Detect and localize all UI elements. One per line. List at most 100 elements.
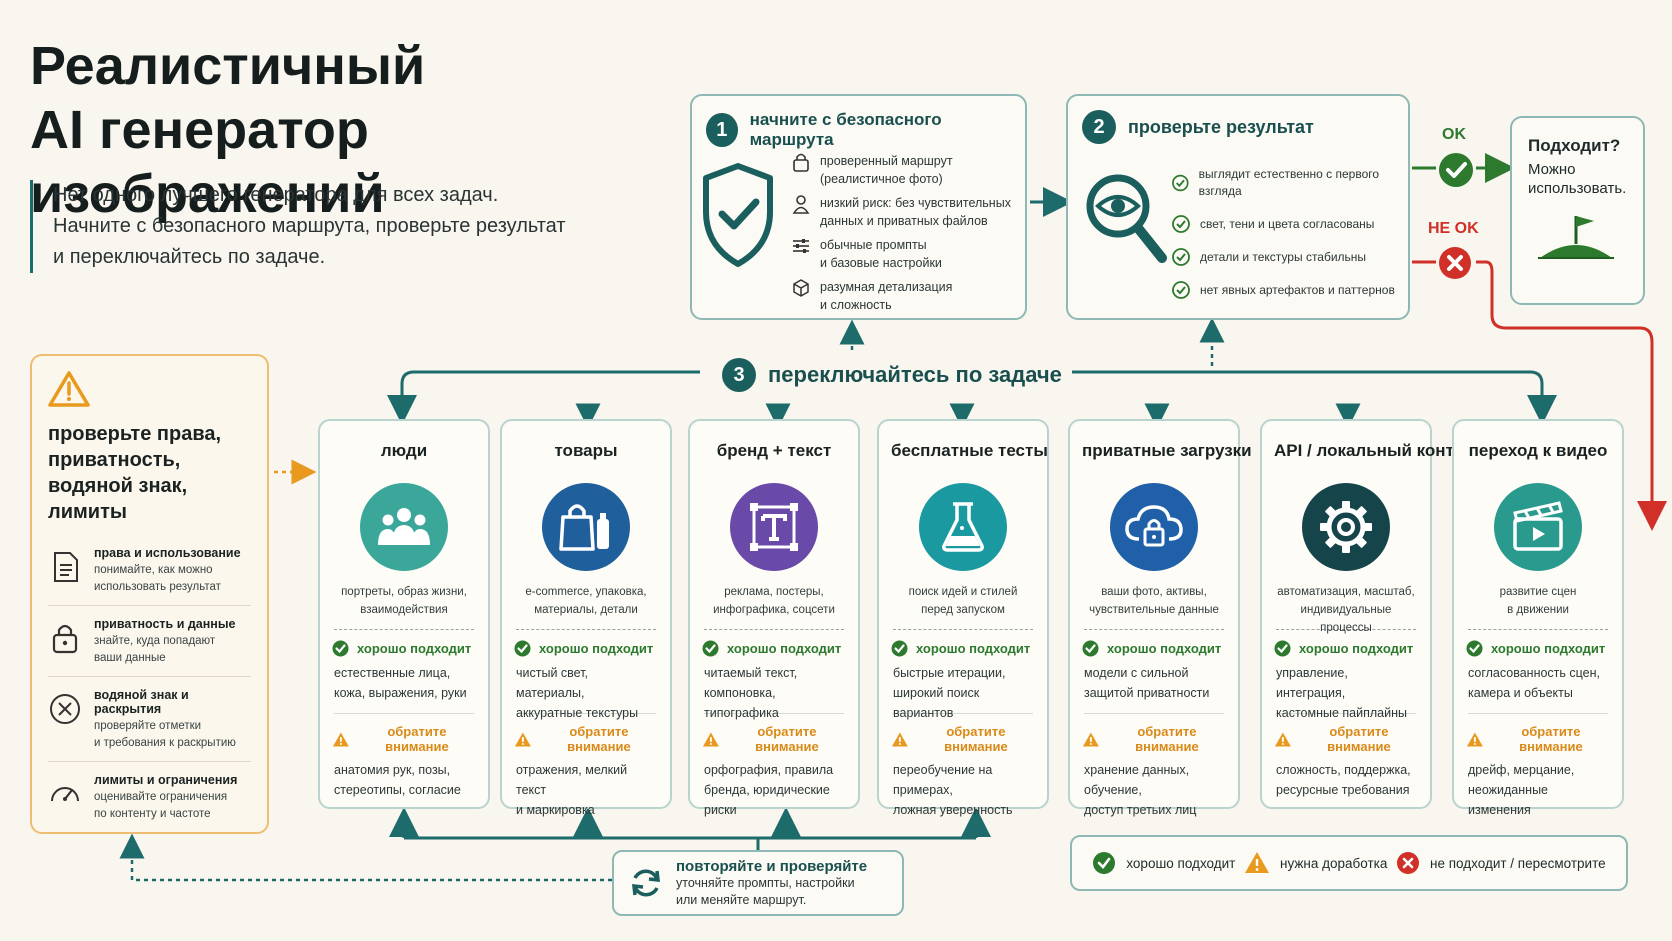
ok-result-text-2: использовать. [1528, 180, 1627, 197]
divider [516, 713, 656, 714]
task-card-title: API / локальный контроль [1274, 441, 1496, 460]
warning-triangle-icon [1274, 731, 1291, 747]
attention-label: обратите внимание [891, 724, 1035, 754]
good-fit-text: хорошо подходит [1107, 641, 1222, 656]
attention-text: обратите внимание [1519, 724, 1583, 754]
warning-triangle-icon [514, 731, 531, 747]
good-fit-text: хорошо подходит [1491, 641, 1606, 656]
task-card-desc-line: автоматизация, масштаб, [1277, 586, 1415, 598]
check-circle-icon [1172, 174, 1189, 192]
good-fit-line: типографика [704, 706, 779, 720]
attention-line: бренда, юридические риски [704, 783, 830, 817]
attention-line: ресурсные требования [1276, 783, 1410, 797]
attention-label: обратите внимание [1274, 724, 1418, 754]
attention-desc: сложность, поддержка,ресурсные требовани… [1276, 760, 1418, 800]
attention-desc: дрейф, мерцание,неожиданные изменения [1468, 760, 1610, 820]
step3-title: переключайтесь по задаче [768, 362, 1062, 387]
good-fit-line: камера и объекты [1468, 686, 1573, 700]
divider [1468, 629, 1608, 630]
step1-panel: 1 начните с безопасного маршрута провере… [690, 94, 1027, 320]
rights-item-title: приватность и данные [94, 617, 236, 631]
ok-result-box: Подходит? Можно использовать. [1510, 116, 1645, 305]
good-fit-line: защитой приватности [1084, 686, 1210, 700]
rights-heading-line: лимиты [48, 501, 127, 523]
check-circle-icon [1093, 852, 1116, 874]
attention-desc: анатомия рук, позы,стереотипы, согласие [334, 760, 476, 800]
attention-text: обратите внимание [385, 724, 449, 754]
divider [893, 629, 1033, 630]
legend-item-needs-work: нужна доработка [1244, 851, 1387, 875]
attention-line: стереотипы, согласие [334, 783, 461, 797]
rights-item-desc: знайте, куда попадают [94, 635, 216, 647]
legend-item-good: хорошо подходит [1092, 851, 1235, 875]
task-card-title: приватные загрузки [1082, 441, 1252, 460]
attention-line: хранение данных, обучение, [1084, 763, 1190, 797]
task-card-desc-line: материалы, детали [534, 604, 638, 616]
check-label: нет явных артефактов и паттернов [1200, 282, 1395, 297]
step1-title: начните с безопасного маршрута [749, 110, 942, 149]
attention-line: переобучение на примерах, [893, 763, 993, 797]
task-card-desc: автоматизация, масштаб,индивидуальные пр… [1274, 583, 1418, 634]
check-item: свет, тени и цвета согласованы [1172, 215, 1408, 233]
divider [704, 629, 844, 630]
attention-desc: переобучение на примерах,ложная уверенно… [893, 760, 1035, 820]
iterate-box: повторяйте и проверяйте уточняйте промпт… [612, 850, 904, 916]
good-fit-line: широкий поиск вариантов [893, 686, 980, 720]
check-circle-icon [702, 640, 719, 657]
warning-triangle-icon [702, 731, 719, 747]
warning-triangle-icon [1245, 852, 1270, 873]
step1-item-line: (реалистичное фото) [820, 172, 943, 186]
good-fit-desc: читаемый текст, компоновка,типографика [704, 663, 846, 720]
padlock-icon [52, 624, 78, 654]
step1-item-line: и базовые настройки [820, 256, 942, 270]
task-card-title: бренд + текст [716, 441, 832, 460]
not-ok-x-icon [1438, 246, 1472, 285]
flag-hill-icon [1528, 212, 1627, 267]
good-fit-line: управление, интеграция, [1276, 666, 1348, 700]
x-circle-icon [1397, 852, 1420, 874]
good-fit-label: хорошо подходит [332, 640, 476, 657]
text-frame-icon [730, 483, 818, 571]
rights-item-desc: оценивайте ограничения [94, 791, 228, 803]
task-card-desc: ваши фото, активы,чувствительные данные [1082, 583, 1226, 621]
page-title-line-2: AI генератор изображений [30, 100, 385, 224]
good-fit-line: кастомные пайплайны [1276, 706, 1407, 720]
task-card-desc: e-commerce, упаковка, материалы, детали [514, 583, 658, 621]
people-icon [360, 483, 448, 571]
check-label: детали и текстуры стабильны [1200, 249, 1367, 264]
task-card-desc-line: портреты, образ жизни, [341, 586, 467, 598]
attention-label: обратите внимание [1466, 724, 1610, 754]
step1-item-line: низкий риск: без чувствительных [820, 196, 1011, 210]
check-circle-icon [1172, 281, 1190, 299]
check-circle-icon [1082, 640, 1099, 657]
task-card-desc-line: чувствительные данные [1089, 604, 1219, 616]
shopping-bag-icon [542, 483, 630, 571]
ok-result-text-1: Можно [1528, 161, 1576, 178]
divider [516, 629, 656, 630]
check-circle-icon [514, 640, 531, 657]
task-card-desc-line: перед запуском [921, 604, 1005, 616]
intro-line-1: Нет одного лучшего генератора для всех з… [53, 184, 499, 206]
intro-line-2: Начните с безопасного маршрута, проверьт… [53, 215, 566, 237]
rights-item-desc: понимайте, как можно [94, 564, 213, 576]
divider [704, 713, 844, 714]
page-title-line-1: Реалистичный [30, 36, 426, 96]
intro-line-3: и переключайтесь по задаче. [53, 246, 326, 268]
task-card-title: люди [380, 441, 428, 460]
task-card-desc-line: развитие сцен [1499, 586, 1577, 598]
good-fit-line: согласованность сцен, [1468, 666, 1600, 680]
attention-desc: хранение данных, обучение,доступ третьих… [1084, 760, 1226, 820]
task-card-desc-line: e-commerce, упаковка, [525, 586, 647, 598]
step2-title: проверьте результат [1128, 116, 1314, 137]
attention-label: обратите внимание [702, 724, 846, 754]
task-card-title: переход к видео [1468, 441, 1608, 460]
task-card-desc-line: в движении [1507, 604, 1569, 616]
warning-triangle-icon [1466, 731, 1483, 747]
